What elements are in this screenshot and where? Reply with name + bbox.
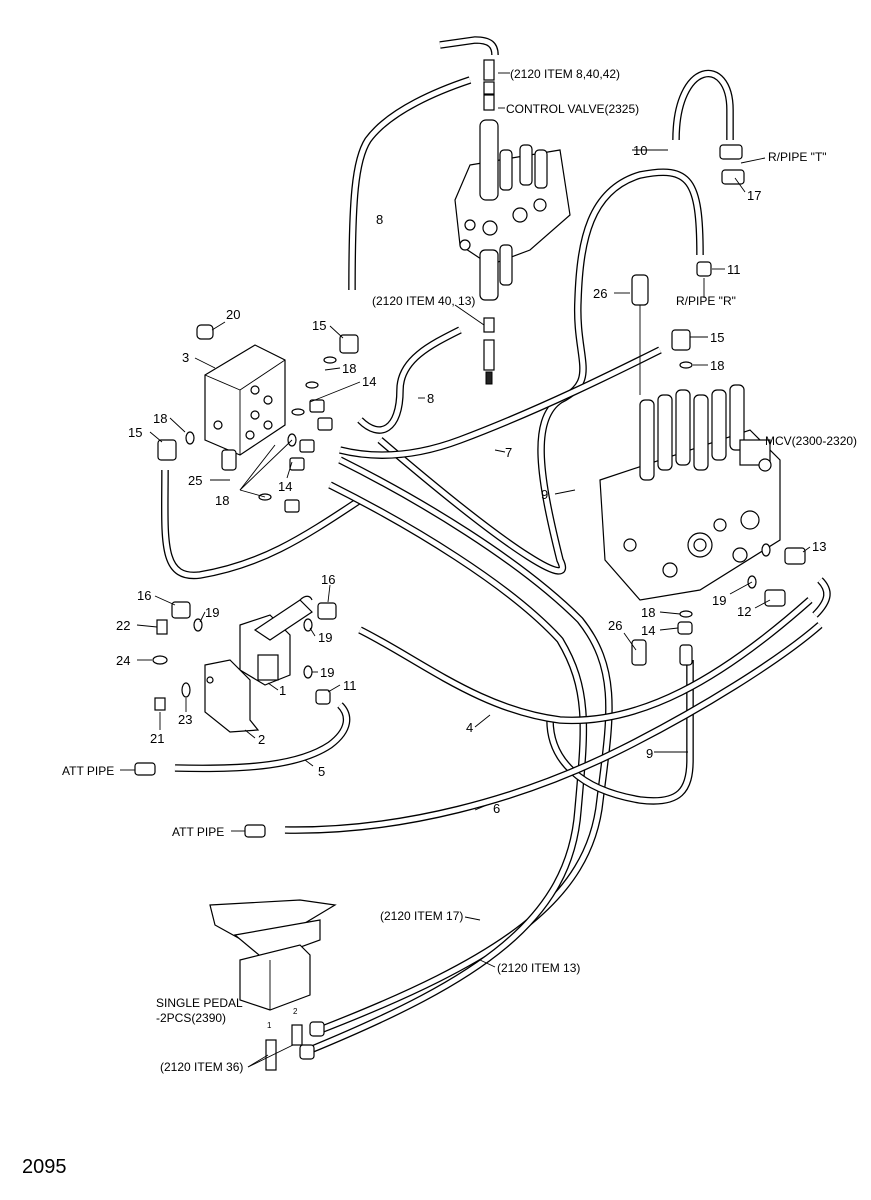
label-att-pipe-1: ATT PIPE [62,764,114,778]
callout: 21 [150,731,164,746]
callout: 3 [182,350,189,365]
callout: 14 [362,374,376,389]
label-pedal-port1: 1 [267,1021,272,1030]
callout: 26 [593,286,607,301]
label-ctrl-item2: (2120 ITEM 40, 13) [372,294,475,308]
callout: 19 [712,593,726,608]
text-labels: (2120 ITEM 8,40,42) CONTROL VALVE(2325) … [62,67,857,1074]
callout: 16 [321,572,335,587]
callout: 15 [312,318,326,333]
callout: 25 [188,473,202,488]
callout: 14 [641,623,655,638]
single-pedal [209,899,337,1071]
callout: 15 [128,425,142,440]
label-att-pipe-2: ATT PIPE [172,825,224,839]
label-item13: (2120 ITEM 13) [497,961,580,975]
callout: 9 [646,746,653,761]
label-rpipe-r: R/PIPE "R" [676,294,736,308]
callout: 7 [505,445,512,460]
callout: 18 [342,361,356,376]
callout: 13 [812,539,826,554]
page-number: 2095 [22,1156,67,1178]
callout: 18 [710,358,724,373]
callout: 16 [137,588,151,603]
selector-valve-1 [152,595,313,733]
leader-lines [120,72,811,1068]
callout: 14 [278,479,292,494]
callout: 4 [466,720,473,735]
valve-block-3 [196,324,286,471]
callout: 11 [343,678,357,693]
label-pedal-port2: 2 [293,1007,298,1016]
callout-numbers: 20 3 15 18 14 18 15 25 18 14 8 8 7 9 10 … [116,143,826,816]
callout: 8 [376,212,383,227]
callout: 5 [318,764,325,779]
label-item17: (2120 ITEM 17) [380,909,463,923]
callout: 15 [710,330,724,345]
callout: 26 [608,618,622,633]
label-rpipe-t: R/PIPE "T" [768,150,827,164]
fittings [134,144,806,1060]
callout: 19 [320,665,334,680]
callout: 18 [215,493,229,508]
callout: 22 [116,618,130,633]
callout: 8 [427,391,434,406]
callout: 6 [493,801,500,816]
callout: 12 [737,604,751,619]
callout: 18 [641,605,655,620]
callout: 1 [279,683,286,698]
callout: 11 [727,262,741,277]
label-item36: (2120 ITEM 36) [160,1060,243,1074]
callout: 10 [633,143,647,158]
callout: 2 [258,732,265,747]
callout: 24 [116,653,130,668]
label-control-valve: CONTROL VALVE(2325) [506,102,639,116]
callout: 20 [226,307,240,322]
callout: 19 [205,605,219,620]
callout: 23 [178,712,192,727]
label-pedal-2: -2PCS(2390) [156,1011,226,1025]
hoses [161,69,831,1054]
label-pedal-1: SINGLE PEDAL [156,996,243,1010]
callout: 19 [318,630,332,645]
callout: 9 [541,487,548,502]
label-mcv: MCV(2300-2320) [765,434,857,448]
callout: 18 [153,411,167,426]
callout: 17 [747,188,761,203]
label-ctrl-item: (2120 ITEM 8,40,42) [510,67,620,81]
control-valve-2325 [439,36,571,385]
